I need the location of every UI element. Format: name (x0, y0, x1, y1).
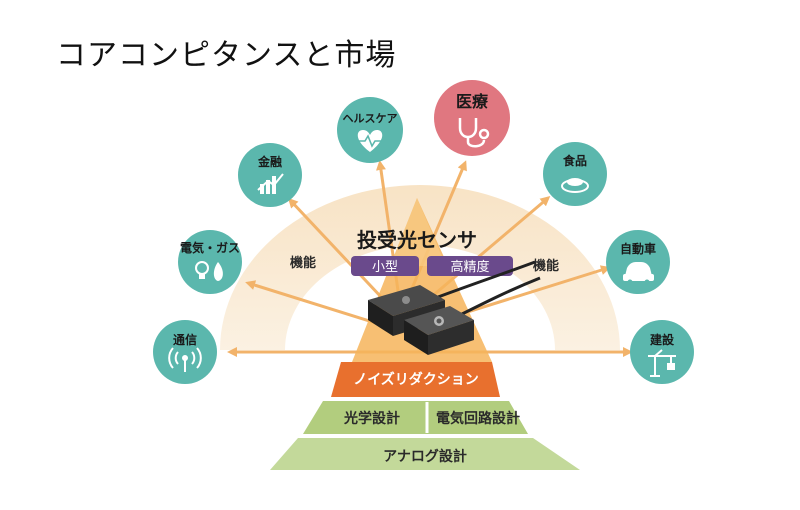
pyramid-upper-glow (390, 198, 446, 266)
sensor-device-image (368, 260, 541, 355)
function-label-right: 機能 (533, 258, 559, 274)
antenna-icon (168, 347, 202, 372)
function-label-left: 機能 (290, 255, 316, 271)
stethoscope-icon (458, 118, 490, 148)
noise-reduction-band (331, 362, 500, 397)
crane-icon (648, 349, 676, 377)
food-plate-icon (561, 178, 589, 193)
market-label: 医療 (456, 92, 489, 111)
heart-pulse-icon (357, 130, 383, 152)
core-title: 投受光センサ (357, 228, 477, 252)
tag-small: 小型 (372, 260, 398, 275)
background-arch (220, 185, 620, 350)
middle-band (303, 401, 528, 434)
optical-design-label: 光学設計 (343, 410, 400, 427)
page-title: コアコンピタンスと市場 (56, 38, 397, 73)
market-label: 食品 (562, 153, 587, 168)
market-label: 建設 (649, 332, 675, 347)
market-node-tsushin: 通信 (153, 320, 217, 384)
tag-precision: 高精度 (450, 259, 489, 275)
analog-design-label: アナログ設計 (383, 448, 467, 465)
market-label: 通信 (173, 332, 197, 347)
market-node-denki-gas: 電気・ガス (178, 230, 242, 294)
market-node-kensetsu: 建設 (630, 320, 694, 384)
market-label: 金融 (257, 154, 282, 169)
bulb-flame-icon (195, 261, 223, 281)
market-label: 自動車 (620, 241, 656, 256)
bottom-band (270, 438, 580, 470)
tag-small-bg (351, 256, 419, 276)
market-node-jidosha: 自動車 (606, 230, 670, 294)
market-node-shokuhin: 食品 (543, 142, 607, 206)
market-node-healthcare: ヘルスケア (337, 97, 403, 163)
market-label: 電気・ガス (180, 240, 240, 255)
car-icon (623, 262, 654, 285)
noise-reduction-label: ノイズリダクション (353, 371, 479, 388)
market-node-kinyu: 金融 (238, 143, 302, 207)
market-label: ヘルスケア (343, 112, 398, 125)
circuit-design-label: 電気回路設計 (436, 410, 520, 427)
bar-chart-icon (257, 173, 284, 194)
market-node-iryo: 医療 (434, 80, 510, 156)
tag-precision-bg (427, 256, 513, 276)
